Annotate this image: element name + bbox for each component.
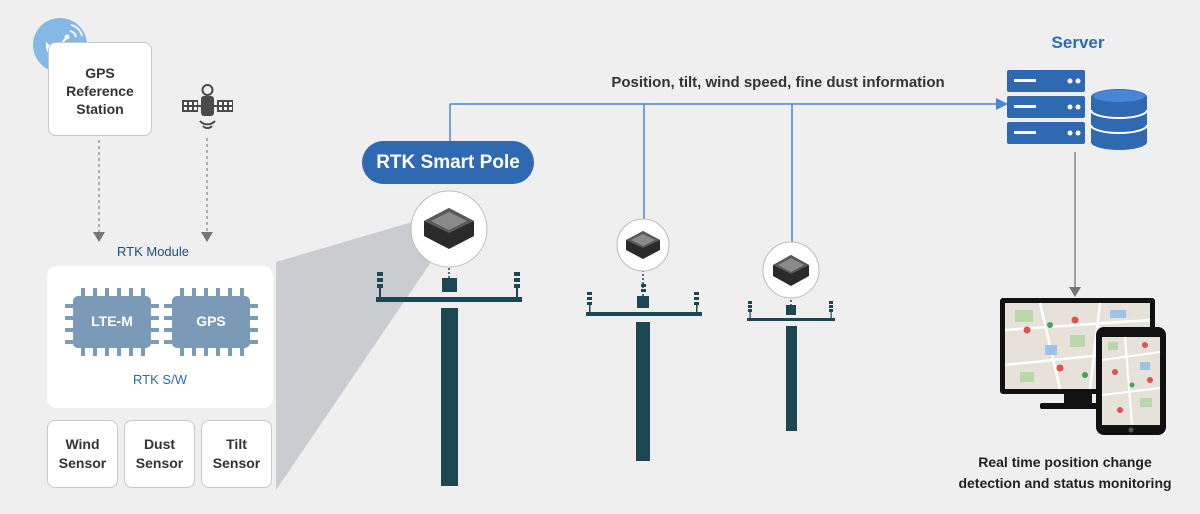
server-down-arrow-head <box>1069 287 1081 297</box>
insulator-icon <box>377 272 520 297</box>
monitoring-caption-line1: Real time position change <box>978 454 1152 470</box>
tablet-map-icon <box>1096 327 1166 435</box>
dust-sensor-line2: Sensor <box>135 455 184 471</box>
rtk-device-icon <box>616 218 670 272</box>
smart-pole-1 <box>376 268 522 486</box>
lte-m-chip-label: LTE-M <box>91 313 133 329</box>
gps-reference-station-label: GPS Reference Station <box>48 64 152 118</box>
rtk-device-icon <box>410 190 488 268</box>
gps-label-line1: GPS <box>85 65 115 81</box>
rtk-software-label: RTK S/W <box>133 372 187 387</box>
monitoring-caption: Real time position change detection and … <box>930 452 1200 494</box>
lte-m-chip-icon <box>65 288 159 356</box>
database-icon <box>1090 89 1148 150</box>
data-flow-lines <box>449 98 1008 244</box>
dust-sensor-box: Dust Sensor <box>124 420 195 488</box>
rtk-module-panel: LTE-M GPS RTK S/W <box>47 266 273 408</box>
projection-beam <box>276 222 446 490</box>
rtk-smart-pole-label: RTK Smart Pole <box>362 141 534 184</box>
wind-sensor-line2: Sensor <box>58 455 107 471</box>
wind-sensor-line1: Wind <box>65 436 100 452</box>
gps-label-line3: Station <box>76 101 124 117</box>
smart-pole-3 <box>747 292 835 431</box>
gps-label-line2: Reference <box>66 83 134 99</box>
gps-arrow-head <box>93 232 105 242</box>
data-flow-label: Position, tilt, wind speed, fine dust in… <box>611 74 945 91</box>
rtk-module-title: RTK Module <box>116 244 189 259</box>
gps-chip-label: GPS <box>196 313 226 329</box>
gps-reference-station-box <box>48 42 152 136</box>
dust-sensor-line1: Dust <box>143 436 176 452</box>
monitoring-caption-line2: detection and status monitoring <box>958 475 1172 491</box>
satellite-arrow-head <box>201 232 213 242</box>
rtk-device-icon <box>762 241 820 299</box>
tilt-sensor-box: Tilt Sensor <box>201 420 272 488</box>
chip-graphics <box>65 288 258 356</box>
smart-pole-2 <box>586 270 702 461</box>
tilt-sensor-line2: Sensor <box>212 455 261 471</box>
server-title: Server <box>1051 33 1105 52</box>
gps-chip-icon <box>164 288 258 356</box>
wind-sensor-box: Wind Sensor <box>47 420 118 488</box>
server-rack-icon <box>1007 70 1085 144</box>
tilt-sensor-line1: Tilt <box>226 436 247 452</box>
satellite-icon <box>182 84 233 129</box>
